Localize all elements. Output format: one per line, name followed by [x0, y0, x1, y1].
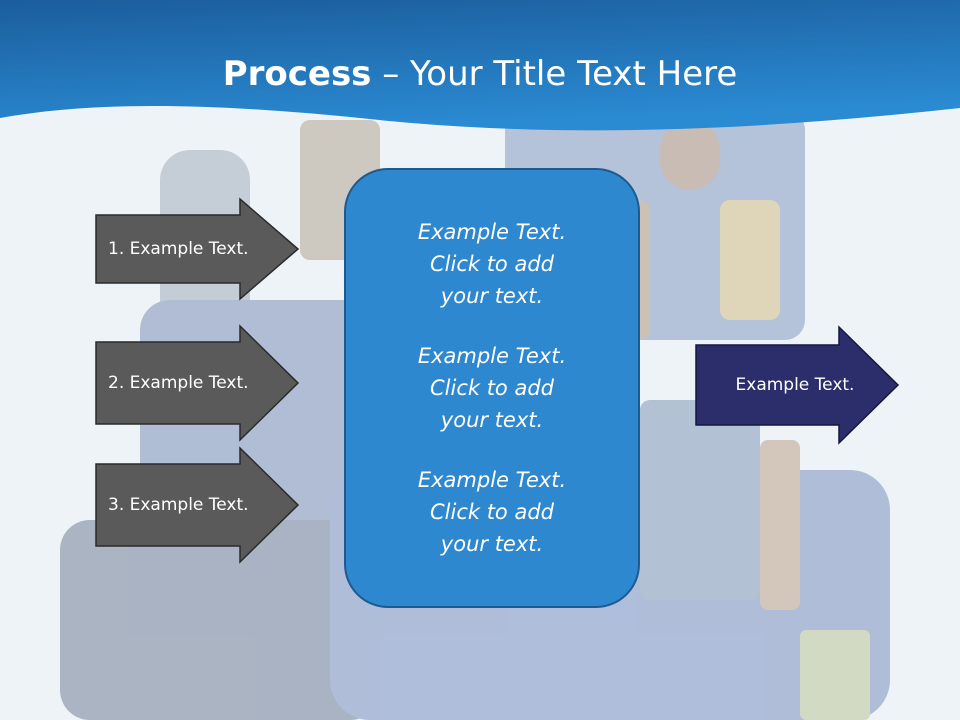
center-paragraph-3: Example Text. Click to add your text. [418, 464, 566, 560]
paragraph-line: Click to add [429, 376, 554, 400]
paragraph-line: Example Text. [417, 344, 567, 368]
paragraph-line: Example Text. [417, 220, 567, 244]
input-arrow-label: 2. Example Text. [108, 373, 249, 393]
input-arrow-2[interactable]: 2. Example Text. [95, 324, 300, 442]
paragraph-line: Example Text. [417, 468, 567, 492]
arrow-shape [95, 324, 300, 442]
title-bold: Process [222, 54, 372, 94]
center-process-box[interactable]: Example Text. Click to add your text. Ex… [344, 168, 640, 608]
center-paragraph-2: Example Text. Click to add your text. [418, 340, 566, 436]
input-arrow-label: 3. Example Text. [108, 495, 249, 515]
title-rest: – Your Title Text Here [371, 54, 738, 94]
paragraph-line: Click to add [429, 500, 554, 524]
arrow-shape [95, 197, 300, 301]
paragraph-line: your text. [440, 284, 544, 308]
output-arrow[interactable]: Example Text. [695, 325, 900, 445]
page-title: Process – Your Title Text Here [0, 52, 960, 96]
output-arrow-label: Example Text. [735, 375, 855, 395]
paragraph-line: your text. [440, 408, 544, 432]
paragraph-line: your text. [440, 532, 544, 556]
arrow-shape [695, 325, 900, 445]
input-arrow-3[interactable]: 3. Example Text. [95, 446, 300, 564]
header-banner [0, 0, 960, 131]
paragraph-line: Click to add [429, 252, 554, 276]
input-arrow-1[interactable]: 1. Example Text. [95, 197, 300, 301]
arrow-shape [95, 446, 300, 564]
input-arrow-label: 1. Example Text. [108, 239, 249, 259]
center-paragraph-1: Example Text. Click to add your text. [418, 216, 566, 312]
